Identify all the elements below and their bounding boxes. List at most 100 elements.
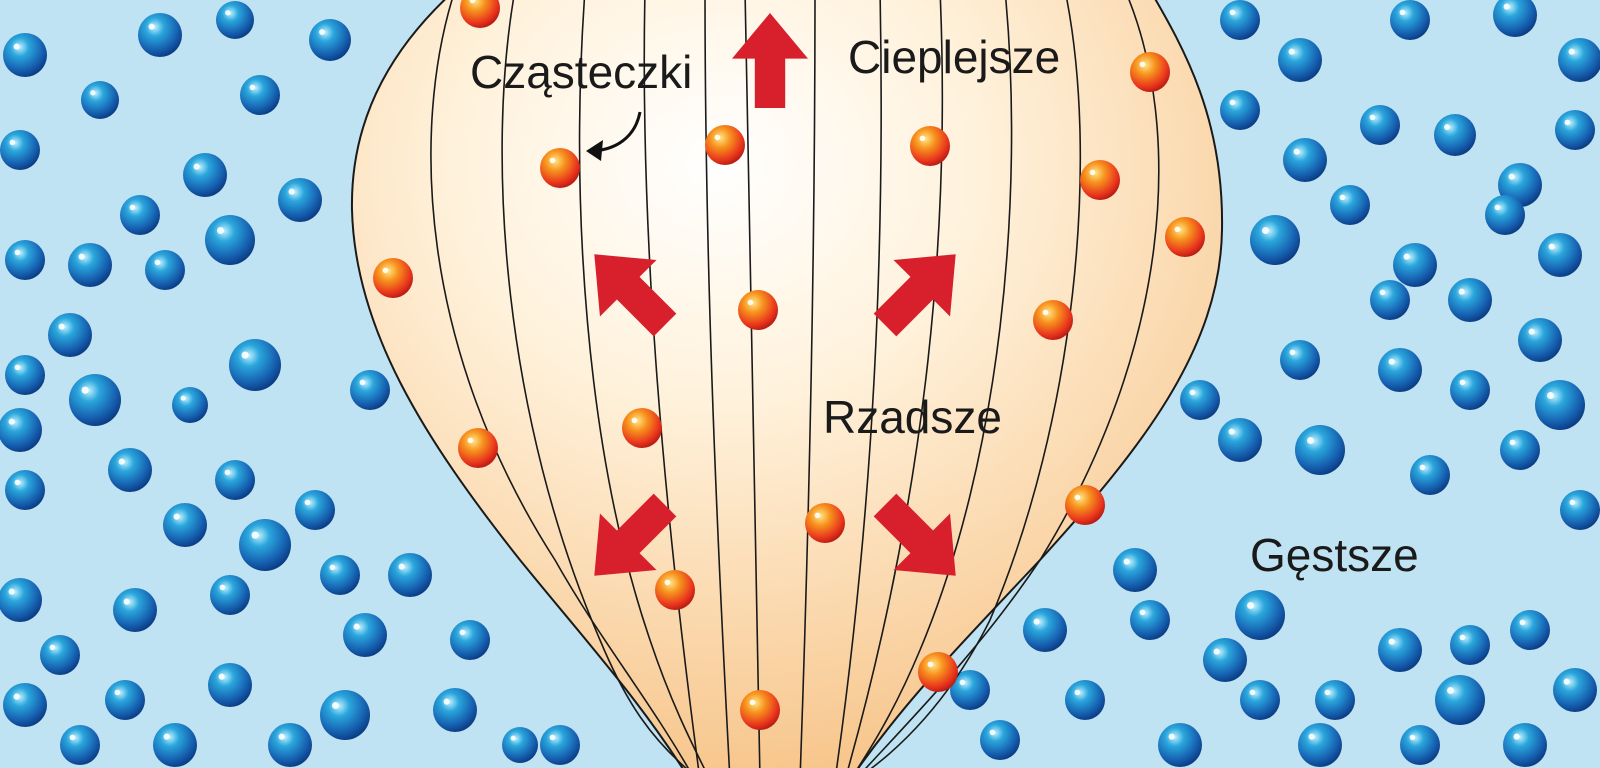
hot-particle [738,290,778,330]
hot-particle [805,503,845,543]
cold-particle-highlight [14,479,21,486]
cold-particle-highlight [1513,733,1520,740]
cold-particle [1250,215,1300,265]
cold-particle-highlight [510,735,516,741]
cold-particle [1400,725,1440,765]
cold-particle [183,153,227,197]
cold-particle-highlight [1247,602,1254,609]
cold-particle-highlight [1213,648,1220,655]
cold-particle [1535,380,1585,430]
cold-particle [108,448,152,492]
cold-particle [980,720,1020,760]
cold-particle [153,723,197,767]
cold-particle-highlight [1249,689,1256,696]
cold-particle [1560,490,1600,530]
cold-particle [1390,0,1430,40]
hot-particle [1080,160,1120,200]
cold-particle-highlight [118,458,125,465]
cold-particle [1278,38,1322,82]
cold-particle-highlight [459,629,466,636]
cold-particle [239,519,291,571]
cold-particle-highlight [13,43,20,50]
cold-particle [278,178,322,222]
hot-particle [460,0,500,28]
cold-particle [1298,723,1342,767]
cold-particle [69,374,121,426]
cold-particle [172,387,208,423]
cold-particle [3,683,47,727]
cold-particle-highlight [1228,428,1235,435]
hot-particle [373,258,413,298]
cold-particle [3,33,47,77]
cold-particle [216,1,254,39]
cold-particle [0,578,42,622]
cold-particle-highlight [1563,678,1570,685]
cold-particle-highlight [14,249,21,256]
cold-particle [68,243,112,287]
cold-particle [1500,430,1540,470]
cold-particle [60,725,100,765]
cold-particle [1485,195,1525,235]
cold-particle-highlight [304,499,311,506]
cold-particle [1360,105,1400,145]
cold-particle-highlight [1339,194,1346,201]
cold-particle-highlight [8,588,15,595]
cold-particle-highlight [959,679,966,686]
hot-particle [705,125,745,165]
cold-particle-highlight [1494,204,1501,211]
cold-particle-highlight [1033,618,1040,625]
cold-particle [1330,185,1370,225]
cold-particle-highlight [1074,689,1081,696]
cold-particle-highlight [329,564,336,571]
red-arrow-icon [873,493,956,576]
cold-particle-highlight [1123,558,1130,565]
cold-particle [1235,590,1285,640]
cold-particle-highlight [1307,437,1314,444]
cold-particle [1370,280,1410,320]
cold-particle-highlight [1409,734,1416,741]
hot-particle-highlight [1042,309,1049,316]
cold-particle-highlight [1547,392,1554,399]
cold-particle-highlight [1168,733,1175,740]
cold-particle-highlight [148,23,155,30]
cold-particle-highlight [193,163,200,170]
hot-particle [622,408,662,448]
cold-particle [1203,638,1247,682]
label-particles: Cząsteczki [470,46,692,98]
cold-particle-highlight [1388,358,1395,365]
hot-particle [655,570,695,610]
cold-particle-highlight [14,364,21,371]
cold-particle-highlight [90,90,96,96]
cold-particle [1023,608,1067,652]
cold-particle [1503,723,1547,767]
cold-particle-highlight [217,227,224,234]
hot-particle-highlight [1174,226,1181,233]
hot-particle-highlight [919,135,926,142]
cold-particle [320,690,370,740]
hot-particle-highlight [714,134,721,141]
cold-particle-highlight [251,531,259,539]
cold-particle-highlight [1503,3,1510,10]
cold-particle-highlight [989,729,996,736]
cold-particle [388,553,432,597]
red-arrow-icon [594,493,677,576]
cold-particle-highlight [114,689,121,696]
cold-particle-highlight [1458,288,1465,295]
cold-particle-highlight [224,469,231,476]
cold-particle-highlight [1288,48,1295,55]
cold-particle-highlight [332,702,339,709]
hot-particle [740,690,780,730]
cold-particle-highlight [1509,439,1516,446]
cold-particle [1538,233,1582,277]
cold-particle [268,723,312,767]
red-arrow-icon [873,254,956,337]
cold-particle [1450,370,1490,410]
cold-particle-highlight [1139,609,1146,616]
label-sparser: Rzadsze [823,391,1002,443]
cold-particle-highlight [288,188,295,195]
pointer-arrowhead-icon [586,140,603,161]
cold-particle-highlight [49,644,56,651]
cold-particle-highlight [180,395,186,401]
